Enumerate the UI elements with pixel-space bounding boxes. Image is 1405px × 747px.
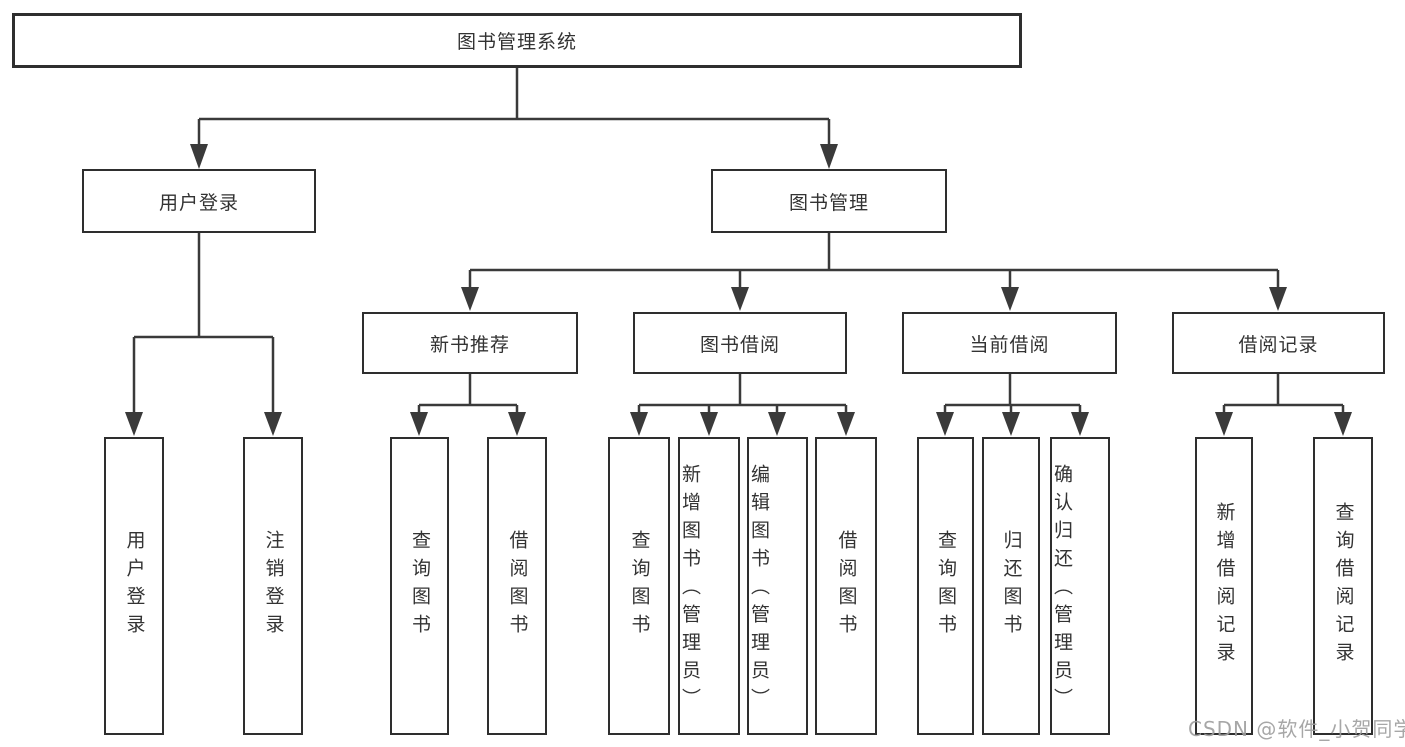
node-user-login: 用户登录 — [82, 169, 316, 233]
leaf-label: 用户登录 — [123, 530, 146, 642]
leaf-add-borrow-record: 新增借阅记录 — [1195, 437, 1253, 735]
leaf-add-books-admin: 新增图书（管理员） — [678, 437, 740, 735]
leaf-label: 确认归还（管理员） — [1051, 464, 1073, 716]
node-new-book-recommend: 新书推荐 — [362, 312, 578, 374]
leaf-query-books: 查询图书 — [390, 437, 449, 735]
leaf-query-borrow-record: 查询借阅记录 — [1313, 437, 1373, 735]
leaf-label: 新增图书（管理员） — [679, 464, 701, 716]
leaf-label: 查询图书 — [935, 530, 957, 642]
node-book-borrowing: 图书借阅 — [633, 312, 847, 374]
leaf-label: 归还图书 — [1000, 530, 1023, 642]
node-label: 当前借阅 — [969, 333, 1050, 356]
leaf-borrow-books: 借阅图书 — [487, 437, 547, 735]
leaf-user-login: 用户登录 — [104, 437, 164, 735]
leaf-label: 查询图书 — [628, 530, 651, 642]
csdn-watermark: CSDN @软件_小贺同学 — [1188, 717, 1405, 741]
leaf-label: 借阅图书 — [835, 530, 858, 642]
leaf-confirm-return-admin: 确认归还（管理员） — [1050, 437, 1110, 735]
node-label: 用户登录 — [158, 191, 239, 214]
node-current-borrowing: 当前借阅 — [902, 312, 1117, 374]
node-label: 图书借阅 — [699, 333, 780, 356]
leaf-edit-books-admin: 编辑图书（管理员） — [747, 437, 808, 735]
leaf-query-books: 查询图书 — [917, 437, 974, 735]
leaf-label: 注销登录 — [262, 530, 285, 642]
node-label: 借阅记录 — [1238, 333, 1319, 356]
leaf-logout: 注销登录 — [243, 437, 303, 735]
node-borrow-records: 借阅记录 — [1172, 312, 1385, 374]
node-library-management-system: 图书管理系统 — [12, 13, 1022, 68]
leaf-borrow-books: 借阅图书 — [815, 437, 877, 735]
node-label: 新书推荐 — [429, 333, 510, 356]
leaf-label: 新增借阅记录 — [1213, 502, 1236, 670]
node-label: 图书管理 — [788, 191, 869, 214]
leaf-label: 编辑图书（管理员） — [748, 464, 770, 716]
leaf-label: 查询借阅记录 — [1332, 502, 1355, 670]
node-book-management: 图书管理 — [711, 169, 947, 233]
node-label: 图书管理系统 — [456, 31, 577, 53]
leaf-label: 借阅图书 — [506, 530, 529, 642]
leaf-query-books: 查询图书 — [608, 437, 670, 735]
leaf-return-books: 归还图书 — [982, 437, 1040, 735]
leaf-label: 查询图书 — [409, 530, 431, 642]
